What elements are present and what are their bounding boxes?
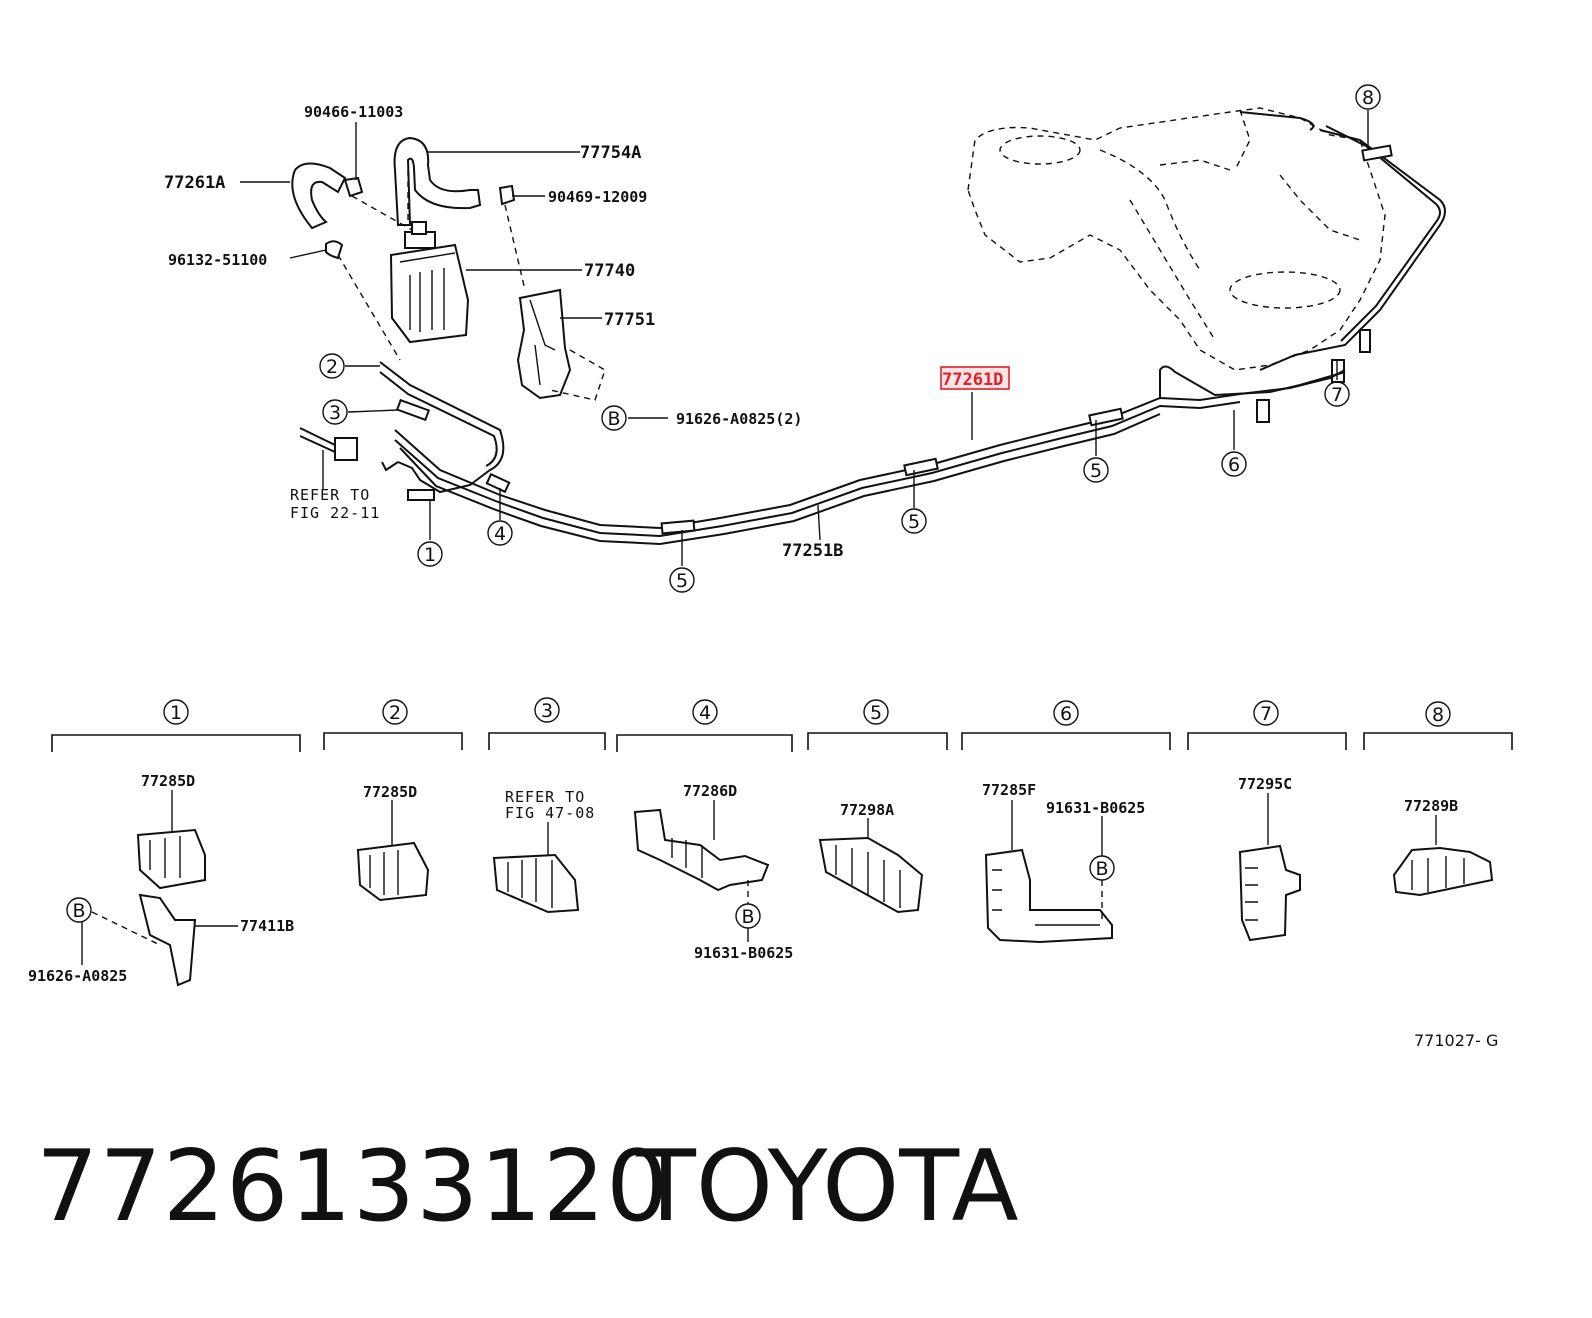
svg-text:4: 4 [494, 523, 506, 545]
svg-text:B: B [607, 408, 620, 430]
figure-code: 771027- G [1414, 1031, 1498, 1050]
leader-lines [299, 170, 606, 461]
footer-part-number: 7726133120 [36, 1130, 670, 1244]
detail-section-8: 8 77289B [1363, 701, 1513, 897]
bracket-77751 [516, 288, 572, 400]
svg-text:3: 3 [329, 402, 341, 424]
detail-section-1: 1 77285D 77411B B 91626-A0825 [28, 699, 301, 987]
svg-text:1: 1 [170, 702, 182, 724]
hose-77261A [291, 162, 347, 230]
detail-section-4: 4 77286D B 91631-B0625 [616, 699, 793, 962]
callout-2: 2 [319, 353, 345, 379]
label-77261D: 77261D [942, 370, 1003, 390]
label-leaders [240, 110, 1369, 566]
section-6-part: 77285F [982, 781, 1036, 799]
detail-section-7: 7 77295C [1187, 700, 1347, 942]
callout-8: 8 [1355, 84, 1381, 110]
label-90466-11003: 90466-11003 [304, 103, 403, 121]
callout-7: 7 [1324, 381, 1350, 407]
section-4-bolt: 91631-B0625 [694, 944, 793, 962]
clamp-parts [325, 176, 516, 260]
section-4-part: 77286D [683, 782, 737, 800]
fuel-tank [967, 107, 1446, 423]
charcoal-canister [389, 221, 470, 344]
label-77751: 77751 [604, 310, 655, 330]
svg-text:2: 2 [326, 356, 338, 378]
svg-text:3: 3 [541, 700, 553, 722]
callout-3: 3 [322, 399, 348, 425]
refer-fig-text: FIG 22-11 [290, 504, 380, 522]
svg-text:B: B [1095, 858, 1108, 880]
label-77261A: 77261A [164, 173, 225, 193]
part-labels: 90466-11003 77754A 77261A 90469-12009 96… [164, 103, 1010, 561]
svg-text:5: 5 [908, 511, 920, 533]
detail-section-2: 2 77285D [323, 699, 463, 902]
section-3-fig: FIG 47-08 [505, 804, 595, 822]
section-1-part: 77285D [141, 772, 195, 790]
svg-text:5: 5 [1090, 460, 1102, 482]
svg-text:5: 5 [870, 702, 882, 724]
callout-4: 4 [487, 520, 513, 546]
footer-brand: TOYOTA [636, 1130, 1019, 1244]
callout-b-top: B [601, 405, 627, 431]
callout-5b: 5 [901, 508, 927, 534]
detail-section-3: 3 REFER TO FIG 47-08 [488, 697, 606, 914]
refer-to-text: REFER TO [290, 486, 370, 504]
fuel-pipes [379, 361, 1346, 546]
hose-77754A [393, 136, 482, 226]
svg-text:B: B [741, 906, 754, 928]
callout-5c: 5 [1083, 457, 1109, 483]
svg-text:5: 5 [676, 570, 688, 592]
label-91626-A0825-2: 91626-A0825(2) [676, 410, 802, 428]
detail-section-6: 6 77285F 91631-B0625 B [961, 700, 1171, 944]
callouts: 1 2 3 4 5 5 5 6 7 8 B [319, 84, 1381, 593]
section-6-bolt: 91631-B0625 [1046, 799, 1145, 817]
svg-text:2: 2 [389, 702, 401, 724]
callout-6: 6 [1221, 451, 1247, 477]
svg-text:4: 4 [699, 702, 711, 724]
section-8-part: 77289B [1404, 797, 1458, 815]
label-77754A: 77754A [580, 143, 641, 163]
svg-text:7: 7 [1331, 384, 1343, 406]
detail-section-5: 5 77298A [807, 699, 948, 914]
svg-text:B: B [72, 900, 85, 922]
highlight-box [940, 366, 1010, 390]
label-77251B: 77251B [782, 541, 843, 561]
svg-text:8: 8 [1362, 87, 1374, 109]
section-1-extra: 77411B [240, 917, 294, 935]
section-5-part: 77298A [840, 801, 894, 819]
svg-text:6: 6 [1228, 454, 1240, 476]
label-96132-51100: 96132-51100 [168, 251, 267, 269]
svg-text:8: 8 [1432, 704, 1444, 726]
callout-5a: 5 [669, 567, 695, 593]
svg-text:1: 1 [424, 544, 436, 566]
svg-text:6: 6 [1060, 703, 1072, 725]
section-1-bolt: 91626-A0825 [28, 967, 127, 985]
section-3-refer: REFER TO [505, 788, 585, 806]
svg-text:7: 7 [1260, 703, 1272, 725]
section-2-part: 77285D [363, 783, 417, 801]
callout-1: 1 [417, 541, 443, 567]
label-90469-12009: 90469-12009 [548, 188, 647, 206]
label-77740: 77740 [584, 261, 635, 281]
section-7-part: 77295C [1238, 775, 1292, 793]
